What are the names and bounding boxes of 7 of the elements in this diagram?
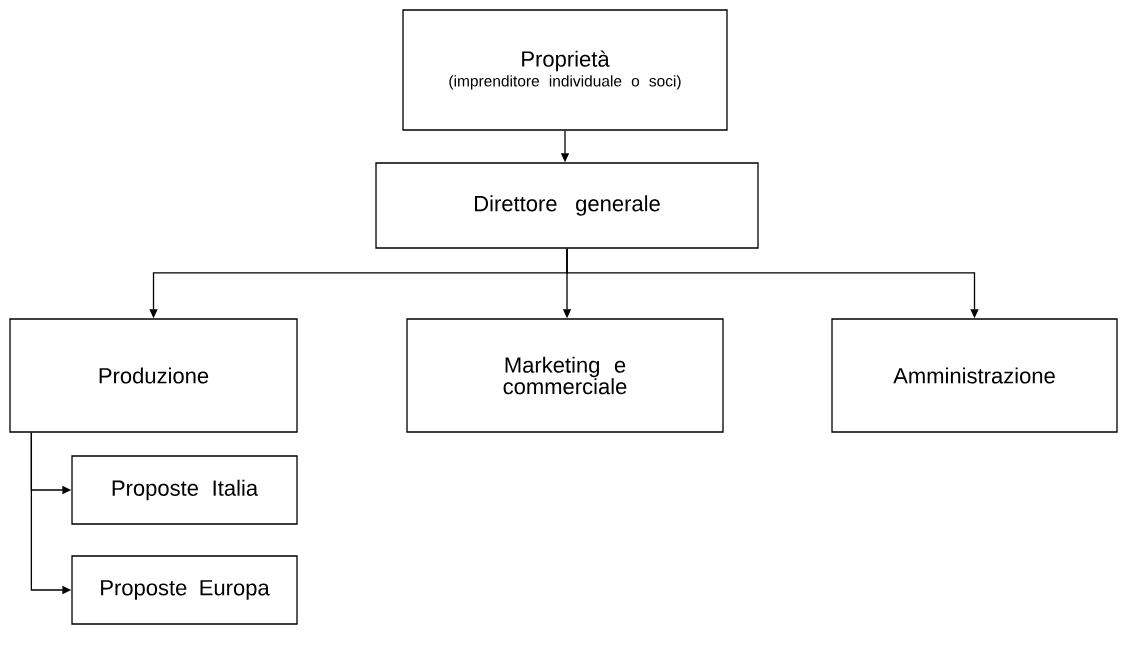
- org-box: Produzione: [9, 318, 298, 433]
- org-box: Amministrazione: [831, 318, 1118, 433]
- org-box: Proprietà (imprenditore individuale o soci): [402, 9, 728, 131]
- org-box: Proposte Italia: [71, 455, 298, 525]
- org-box: Marketing e commerciale: [406, 318, 724, 433]
- org-box: Direttore generale: [375, 162, 759, 249]
- org-box: Proposte Europa: [71, 555, 298, 625]
